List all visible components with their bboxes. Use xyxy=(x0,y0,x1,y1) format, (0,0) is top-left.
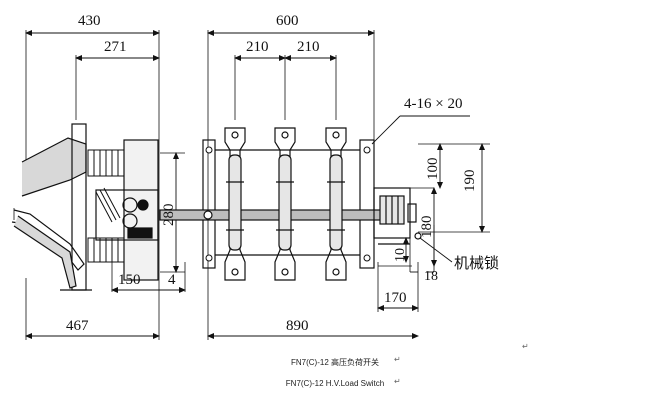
dim-4: 4 xyxy=(168,272,176,288)
dim-10: 10 xyxy=(393,248,408,262)
dim-210-left: 210 xyxy=(246,39,269,55)
return-mark-2: ↵ xyxy=(394,377,401,386)
caption-chinese: FN7(C)-12 高压负荷开关 xyxy=(290,358,379,367)
dim-180: 180 xyxy=(419,216,435,239)
dim-600: 600 xyxy=(276,13,299,29)
dim-170: 170 xyxy=(384,290,407,306)
dim-100: 100 xyxy=(425,158,441,181)
mounting-holes xyxy=(205,146,371,262)
dimension-texts: 430 271 600 210 210 4-16 × 20 100 190 28… xyxy=(66,13,499,334)
dimension-lines xyxy=(25,30,485,339)
dim-280: 280 xyxy=(161,204,177,227)
dim-467: 467 xyxy=(66,318,89,334)
dim-holes: 4-16 × 20 xyxy=(404,96,462,112)
dim-150: 150 xyxy=(118,272,141,288)
pole-phase-b xyxy=(274,127,296,281)
dim-271: 271 xyxy=(104,39,127,55)
spring-lower xyxy=(87,237,125,263)
spring-upper xyxy=(87,149,125,177)
dim-890: 890 xyxy=(286,318,309,334)
dim-210-right: 210 xyxy=(297,39,320,55)
dim-430: 430 xyxy=(78,13,101,29)
dim-18: 18 xyxy=(424,269,438,284)
left-operating-mechanism xyxy=(11,123,159,291)
leader-lines xyxy=(371,115,470,263)
pole-phase-a xyxy=(224,127,246,281)
return-mark-1: ↵ xyxy=(394,355,401,364)
mechanical-lock-label: 机械锁 xyxy=(454,254,499,272)
caption-english: FN7(C)-12 H.V.Load Switch xyxy=(285,379,385,388)
return-mark-3: ↵ xyxy=(522,342,529,351)
dim-190: 190 xyxy=(462,170,478,193)
mechanical-lock xyxy=(373,187,422,245)
pole-phase-c xyxy=(325,127,347,281)
